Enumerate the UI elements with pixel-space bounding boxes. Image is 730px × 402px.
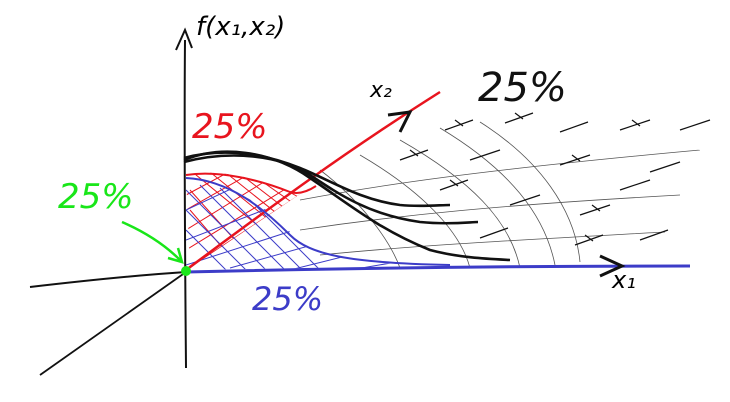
quadrant-origin-label: 25% bbox=[58, 177, 134, 217]
x1-arrow-icon bbox=[599, 254, 626, 278]
black-surface-edges bbox=[183, 150, 511, 262]
x2-axis-label: x₂ bbox=[370, 78, 392, 103]
red-surface-edge bbox=[185, 172, 317, 194]
x2-axis-back bbox=[39, 271, 187, 376]
far-dash-marks bbox=[399, 112, 711, 246]
quadrant-x2-label: 25% bbox=[192, 107, 268, 147]
origin-dot bbox=[181, 266, 191, 276]
y-axis-label: f(x₁,x₂) bbox=[196, 12, 286, 42]
blue-surface-edge bbox=[185, 177, 451, 266]
red-hatch bbox=[186, 172, 311, 268]
quadrant-x1-label: 25% bbox=[252, 280, 324, 318]
x1-axis-label: x₁ bbox=[612, 266, 636, 294]
blue-hatch bbox=[186, 180, 421, 270]
x2-axis bbox=[185, 90, 441, 272]
x1-axis-left bbox=[29, 271, 187, 288]
green-arrow-icon bbox=[121, 220, 184, 264]
x2-arrow-icon bbox=[387, 110, 413, 133]
quadrant-far-label: 25% bbox=[478, 65, 567, 111]
y-axis bbox=[175, 27, 193, 369]
